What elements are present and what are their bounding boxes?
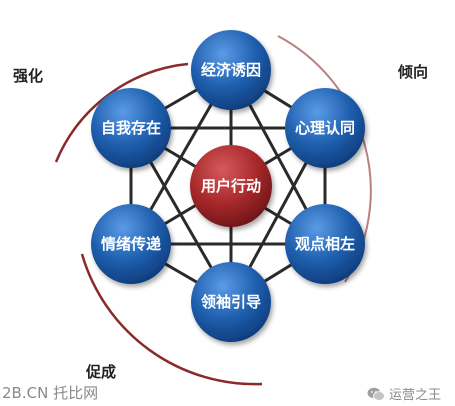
node-lower-right: 观点相左 <box>285 204 365 284</box>
node-upper-right: 心理认同 <box>285 88 365 168</box>
promote-label: 促成 <box>85 363 116 381</box>
tendency-label: 倾向 <box>397 63 428 81</box>
node-top-label: 经济诱因 <box>201 61 261 79</box>
node-upper-left-label: 自我存在 <box>101 119 161 137</box>
node-top: 经济诱因 <box>191 30 271 110</box>
site-watermark: 2B.CN 托比网 <box>2 384 99 402</box>
promote-arc <box>80 253 263 386</box>
node-upper-right-label: 心理认同 <box>295 119 355 137</box>
node-upper-left: 自我存在 <box>91 88 171 168</box>
account-watermark-label: 运营之王 <box>388 388 441 403</box>
strengthen-label: 强化 <box>13 67 43 85</box>
wechat-icon <box>367 387 385 401</box>
node-lower-left: 情绪传递 <box>91 204 171 284</box>
node-center-label: 用户行动 <box>201 177 261 195</box>
account-watermark: 运营之王 <box>367 384 441 403</box>
node-center: 用户行动 <box>190 145 272 227</box>
node-bottom: 领袖引导 <box>191 262 271 342</box>
node-lower-right-label: 观点相左 <box>295 235 355 253</box>
strengthen-arc <box>54 62 189 163</box>
node-bottom-label: 领袖引导 <box>200 293 261 311</box>
node-lower-left-label: 情绪传递 <box>101 235 161 253</box>
